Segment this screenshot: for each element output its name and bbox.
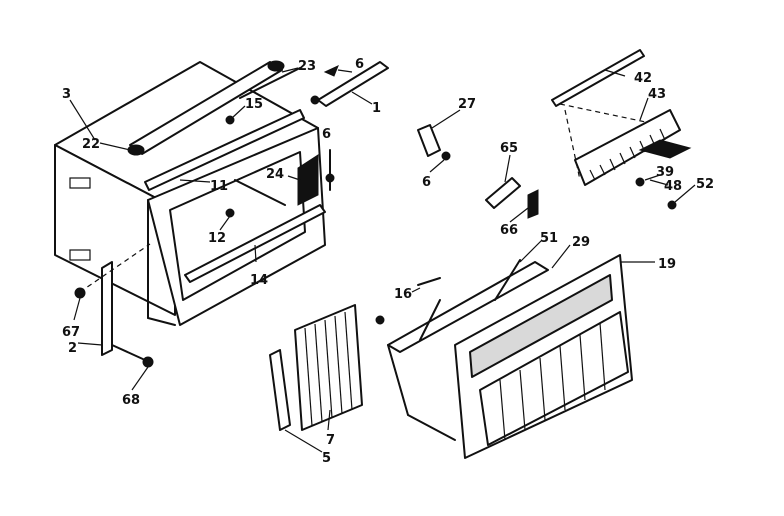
label-part-51: 51 (540, 231, 558, 246)
top-rail-part (127, 60, 301, 156)
bottom-rail-part (184, 204, 326, 283)
label-part-6-bracket: 6 (422, 175, 431, 190)
label-part-27: 27 (458, 97, 476, 112)
label-part-6-right: 6 (322, 127, 331, 142)
label-part-7: 7 (326, 433, 335, 448)
label-part-52: 52 (696, 177, 714, 192)
label-part-65: 65 (500, 141, 518, 156)
cabinet-part (54, 61, 326, 326)
label-part-24: 24 (266, 167, 284, 182)
label-part-12: 12 (208, 231, 226, 246)
label-part-43: 43 (648, 87, 666, 102)
insulation-parts (485, 177, 539, 219)
label-part-2: 2 (68, 341, 77, 356)
filter-strip-part (269, 349, 291, 431)
label-part-16: 16 (394, 287, 412, 302)
filter-part (294, 304, 363, 431)
label-part-22: 22 (82, 137, 100, 152)
label-part-3: 3 (62, 87, 71, 102)
label-part-5: 5 (322, 451, 331, 466)
label-part-48: 48 (664, 179, 682, 194)
front-panel-part (454, 254, 633, 459)
label-part-14: 14 (250, 273, 268, 288)
label-part-11: 11 (210, 179, 228, 194)
intake-frame-part (375, 259, 549, 441)
label-part-42: 42 (634, 71, 652, 86)
label-part-68: 68 (122, 393, 140, 408)
label-part-23: 23 (298, 59, 316, 74)
part-labels: 3 22 23 15 6 1 6 11 24 12 14 67 2 68 27 … (62, 57, 714, 466)
bracket-part (297, 154, 319, 206)
label-part-29: 29 (572, 235, 590, 250)
label-part-67: 67 (62, 325, 80, 340)
label-part-1: 1 (372, 101, 381, 116)
label-part-15: 15 (245, 97, 263, 112)
small-bracket-part (417, 124, 451, 161)
label-part-66: 66 (500, 223, 518, 238)
top-screw-part (310, 61, 389, 107)
grille-rack-part (551, 49, 692, 210)
label-part-19: 19 (658, 257, 676, 272)
label-part-39: 39 (656, 165, 674, 180)
leader-lines (69, 67, 696, 453)
label-part-6-top: 6 (355, 57, 364, 72)
